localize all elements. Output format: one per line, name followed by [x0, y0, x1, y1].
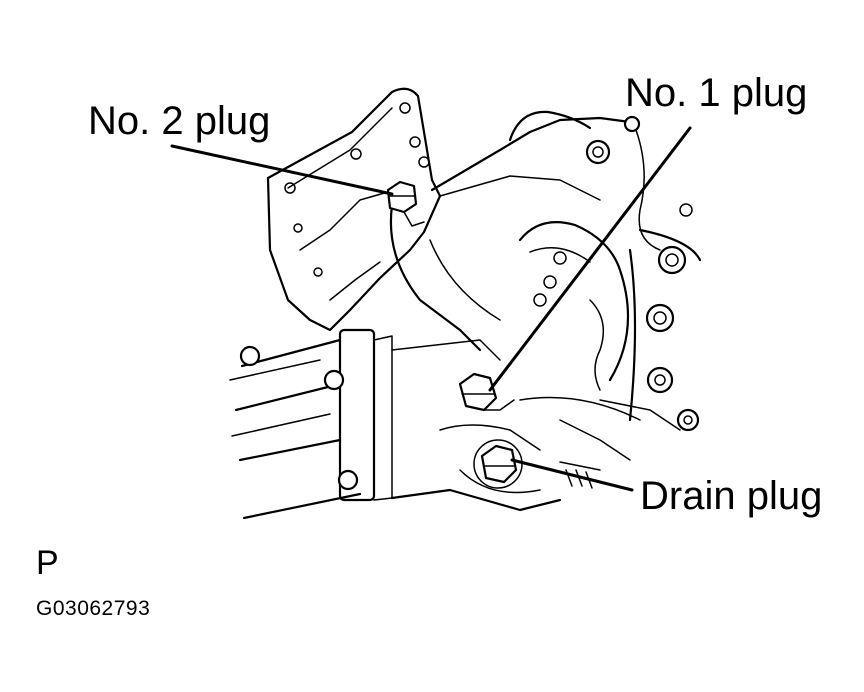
no1-plug-label: No. 1 plug: [625, 71, 808, 115]
view-code: P: [36, 544, 59, 582]
figure-id: G03062793: [36, 597, 151, 620]
leader-lines: [170, 126, 692, 492]
axle-tube: [229, 328, 562, 520]
no1-leader: [488, 126, 692, 392]
lower-casting: [439, 424, 601, 494]
carrier-body: [389, 188, 630, 391]
drain-plug-label: Drain plug: [640, 474, 823, 518]
carrier-top: [430, 110, 693, 251]
drain-leader: [510, 458, 634, 492]
no2-plug: [386, 180, 425, 227]
no1-plug: [458, 372, 515, 412]
no2-leader: [170, 144, 394, 196]
flange-bolts: [519, 228, 702, 461]
no2-plug-label: No. 2 plug: [88, 99, 271, 143]
drain-plug: [473, 439, 523, 489]
